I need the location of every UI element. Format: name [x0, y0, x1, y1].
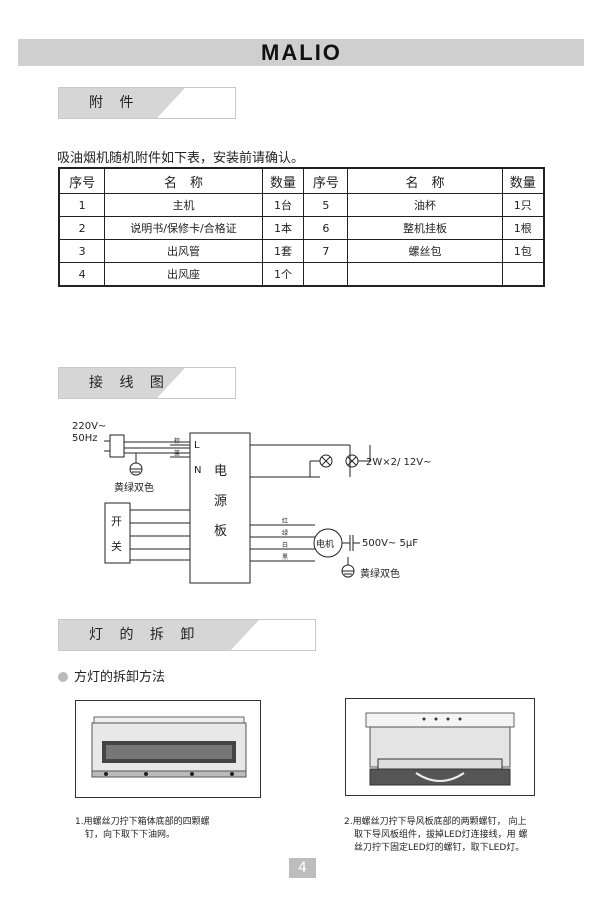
header-cell: 序号	[58, 167, 106, 194]
table-cell: 1	[58, 193, 106, 217]
table-cell: 螺丝包	[347, 239, 503, 263]
terminal-n: N	[194, 465, 201, 476]
header-cell: 数量	[261, 167, 305, 194]
power-board	[189, 432, 251, 584]
table-row: 1 主机 1台 5 油杯 1只	[58, 193, 545, 217]
table-cell	[347, 262, 503, 287]
table-row: 3 出风管 1套 7 螺丝包 1包	[58, 239, 545, 263]
header-cell: 数量	[501, 167, 545, 194]
section-header-wiring: 接 线 图	[58, 367, 236, 399]
power-voltage: 220V~	[72, 421, 106, 432]
wire-black-label: 黑	[282, 554, 288, 561]
table-cell	[303, 262, 349, 287]
header-bar	[18, 39, 584, 66]
section-title: 接 线 图	[89, 375, 170, 391]
intro-text: 吸油烟机随机附件如下表，安装前请确认。	[57, 151, 305, 166]
earth-label-1: 黄绿双色	[114, 481, 154, 494]
caption-line: 2.用螺丝刀拧下导风板底部的两颗螺钉， 向上	[344, 817, 527, 827]
page-number: 4	[289, 858, 316, 878]
table-cell	[501, 262, 545, 287]
table-row: 4 出风座 1个	[58, 262, 545, 287]
caption-line: 1.用螺丝刀拧下箱体底部的四颗螺	[75, 817, 210, 827]
hood-bottom-illustration	[91, 716, 247, 778]
wire-blue-label: 蓝	[174, 449, 180, 457]
accessories-table: 序号 名 称 数量 序号 名 称 数量 1 主机 1台 5 油杯 1只 2 说明…	[58, 167, 545, 287]
table-cell: 出风座	[104, 262, 263, 287]
table-cell: 主机	[104, 193, 263, 217]
terminal-l: L	[194, 440, 200, 451]
subsection-text: 方灯的拆卸方法	[74, 670, 166, 685]
header-cell: 名 称	[104, 167, 263, 194]
table-cell: 3	[58, 239, 106, 263]
table-cell: 1根	[501, 216, 545, 240]
header-cell: 名 称	[347, 167, 503, 194]
motor-label: 电机	[316, 538, 334, 550]
table-cell: 整机挂板	[347, 216, 503, 240]
section-title: 附 件	[89, 95, 140, 111]
table-cell: 5	[303, 193, 349, 217]
table-cell: 1套	[261, 239, 305, 263]
switch-char-2: 关	[111, 539, 122, 553]
switch-box	[104, 502, 131, 564]
wire-red-label: 红	[282, 517, 288, 525]
table-row: 2 说明书/保修卡/合格证 1本 6 整机挂板 1根	[58, 216, 545, 240]
table-cell: 1台	[261, 193, 305, 217]
table-cell: 1只	[501, 193, 545, 217]
lamp-spec: 2W×2/ 12V~	[366, 457, 431, 468]
caption-line: 钉，向下取下下油网。	[85, 830, 176, 840]
power-frequency: 50Hz	[72, 433, 98, 444]
section-title: 灯 的 拆 卸	[89, 627, 201, 643]
brand-logo: MALIO	[261, 40, 342, 65]
table-cell: 出风管	[104, 239, 263, 263]
photo-step-1	[75, 700, 261, 798]
table-cell: 7	[303, 239, 349, 263]
capacitor-spec: 500V~ 5μF	[362, 538, 418, 549]
table-header-row: 序号 名 称 数量 序号 名 称 数量	[58, 167, 545, 194]
step-1-caption: 1.用螺丝刀拧下箱体底部的四颗螺 钉，向下取下下油网。	[75, 816, 275, 842]
wire-brown-label: 棕	[174, 437, 180, 445]
table-cell: 1个	[261, 262, 305, 287]
caption-line: 取下导风板组件，拔掉LED灯连接线，用 螺	[354, 830, 528, 840]
switch-char-1: 开	[111, 515, 122, 528]
header-cell: 序号	[303, 167, 349, 194]
earth-label-2: 黄绿双色	[360, 567, 400, 580]
board-char-2: 源	[214, 494, 227, 509]
table-cell: 1本	[261, 216, 305, 240]
table-cell: 2	[58, 216, 106, 240]
photo-step-2	[345, 698, 535, 796]
bullet-icon	[58, 672, 68, 682]
hood-front-illustration	[365, 712, 515, 786]
table-cell: 6	[303, 216, 349, 240]
table-cell: 说明书/保修卡/合格证	[104, 216, 263, 240]
subsection-title: 方灯的拆卸方法	[58, 666, 165, 685]
board-char-1: 电	[214, 464, 227, 479]
table-cell: 4	[58, 262, 106, 287]
board-char-3: 板	[214, 524, 227, 539]
section-header-lamp-removal: 灯 的 拆 卸	[58, 619, 316, 651]
wire-green-label: 绿	[282, 529, 288, 537]
wiring-diagram: 220V~ 50Hz 棕 蓝 L N 黄绿双色 电 源 板 开 关 2W×2/ …	[72, 421, 431, 584]
table-cell: 油杯	[347, 193, 503, 217]
table-cell: 1包	[501, 239, 545, 263]
section-header-accessories: 附 件	[58, 87, 236, 119]
step-2-caption: 2.用螺丝刀拧下导风板底部的两颗螺钉， 向上 取下导风板组件，拔掉LED灯连接线…	[344, 816, 574, 855]
caption-line: 丝刀拧下固定LED灯的螺钉，取下LED灯。	[354, 843, 525, 853]
plug-body	[109, 434, 125, 458]
wire-white-label: 白	[282, 541, 288, 549]
